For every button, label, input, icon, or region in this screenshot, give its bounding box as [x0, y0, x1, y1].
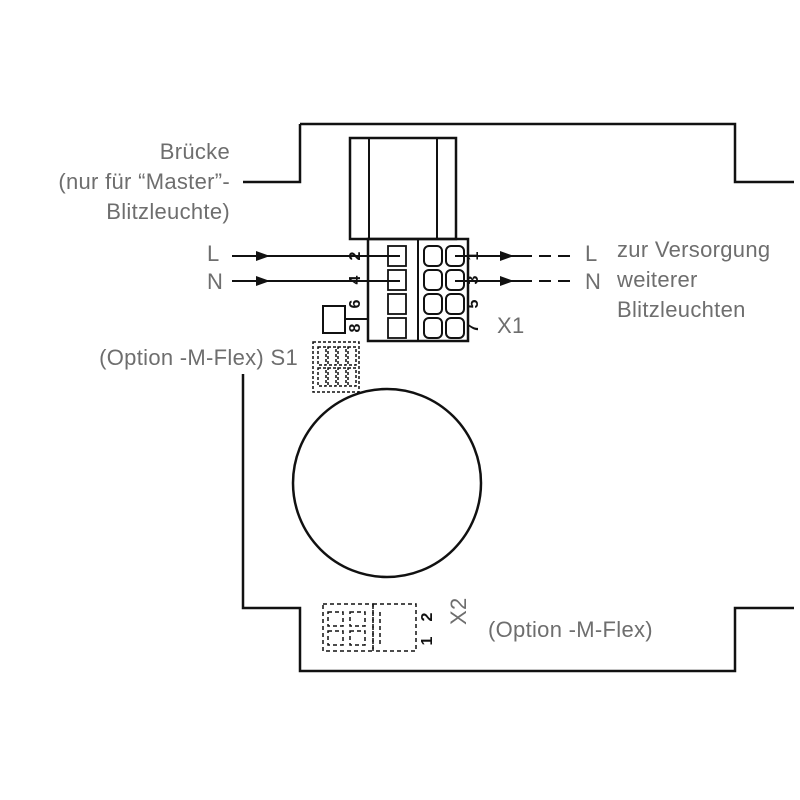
bridge-label-line3: Blitzleuchte) — [106, 199, 230, 224]
input-label-n: N — [207, 269, 224, 294]
input-wires — [232, 251, 400, 286]
switch-s1-label: (Option -M-Flex) S1 — [99, 345, 298, 370]
supply-label-line3: Blitzleuchten — [617, 297, 746, 322]
terminal-number-left-3: 8 — [347, 323, 364, 332]
dip-switch-s1 — [312, 341, 360, 393]
input-arrow-l — [256, 251, 270, 261]
supply-label-line1: zur Versorgung — [617, 237, 771, 262]
central-round-element — [291, 387, 483, 579]
terminal-number-right-3: 7 — [465, 323, 482, 332]
output-label-n: N — [585, 269, 602, 294]
terminal-number-left-2: 6 — [347, 299, 364, 308]
output-arrow-n — [500, 276, 514, 286]
x2-number-0: 2 — [419, 612, 436, 621]
x2-numbers: 2 1 — [419, 612, 436, 645]
terminal-number-right-2: 5 — [465, 299, 482, 308]
x2-number-1: 1 — [419, 636, 436, 645]
terminal-number-right-1: 3 — [465, 275, 482, 284]
connector-x2-option-label: (Option -M-Flex) — [488, 617, 653, 642]
connector-x2-label: X2 — [446, 597, 471, 625]
terminal-number-left-1: 4 — [347, 275, 364, 284]
input-arrow-n — [256, 276, 270, 286]
bridge-label-line2: (nur für “Master”- — [58, 169, 230, 194]
terminal-block-x1 — [322, 237, 470, 343]
bridge-label-line1: Brücke — [159, 139, 230, 164]
housing-outline — [241, 122, 794, 673]
bridge-block — [348, 136, 458, 241]
terminal-x1-label: X1 — [497, 313, 525, 338]
output-label-l: L — [585, 241, 598, 266]
output-arrow-l — [500, 251, 514, 261]
output-wires — [455, 251, 575, 286]
supply-label-line2: weiterer — [617, 267, 698, 292]
connector-x2 — [322, 603, 417, 652]
input-label-l: L — [207, 241, 220, 266]
